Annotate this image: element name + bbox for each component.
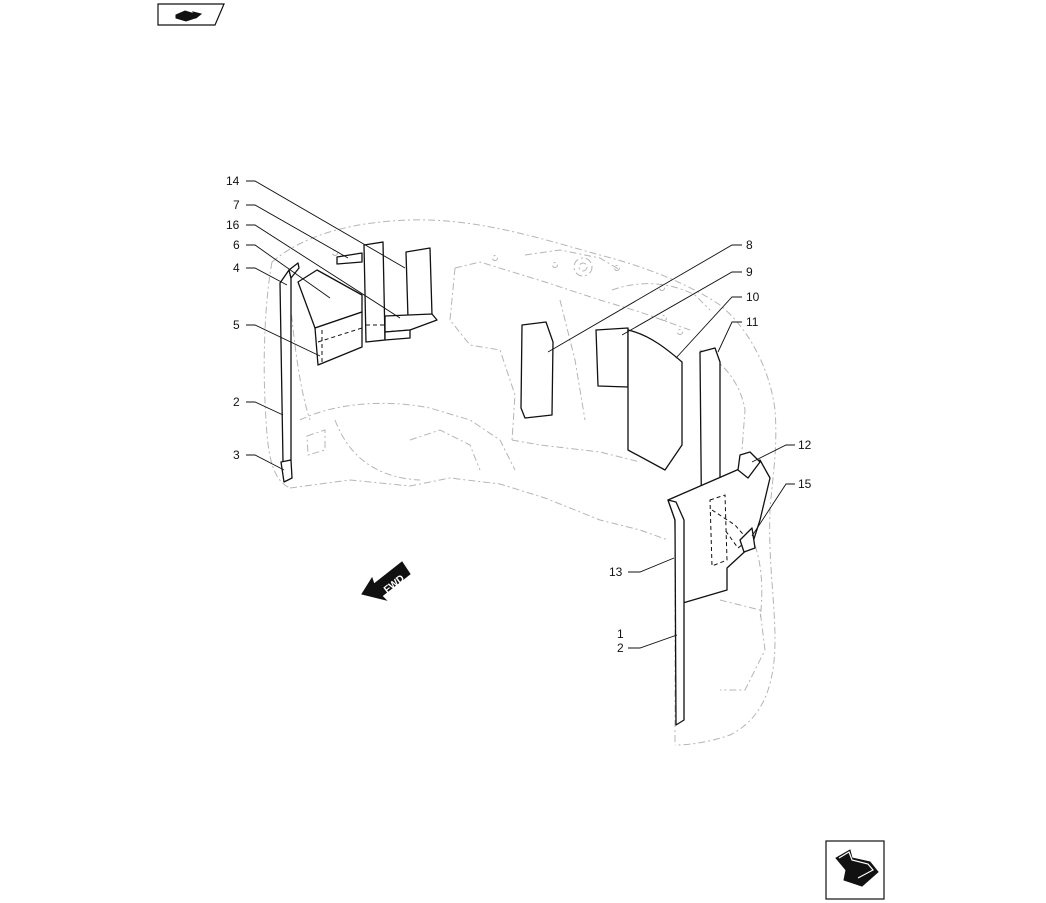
callout-labels: 14 7 16 6 4 5 2 3 8 9 10 11 12 15 13 1 2 [226,174,812,655]
back-nav-button[interactable] [825,840,885,900]
callout-1: 1 [617,627,624,641]
book-page-nav-button[interactable] [157,3,225,26]
leader-lines [246,180,795,649]
callout-14: 14 [226,174,240,188]
forward-arrow-icon: FWD [361,561,411,601]
callout-4: 4 [233,261,240,275]
back-arrow-icon [835,849,879,887]
callout-11: 11 [746,315,759,329]
callout-3: 3 [233,448,240,462]
callout-12: 12 [798,438,812,452]
center-left-tower [336,241,438,343]
callout-8: 8 [746,238,753,252]
right-upper-pad-left [595,327,629,388]
callout-13: 13 [609,565,623,579]
callout-15: 15 [798,477,812,491]
left-vertical-strip [279,262,300,483]
machine-body-outline [263,219,777,746]
callout-2-left: 2 [233,395,240,409]
callout-7: 7 [233,198,240,212]
callout-16: 16 [226,218,240,232]
callout-2-right: 2 [617,641,624,655]
callout-5: 5 [233,318,240,332]
left-upper-pad [297,269,363,366]
callout-9: 9 [746,265,753,279]
right-lower-panel [667,451,771,726]
book-page-icon [175,10,203,22]
right-upper-pad-large [627,329,683,471]
center-pad [520,321,554,419]
callout-10: 10 [746,290,760,304]
callout-6: 6 [233,238,240,252]
